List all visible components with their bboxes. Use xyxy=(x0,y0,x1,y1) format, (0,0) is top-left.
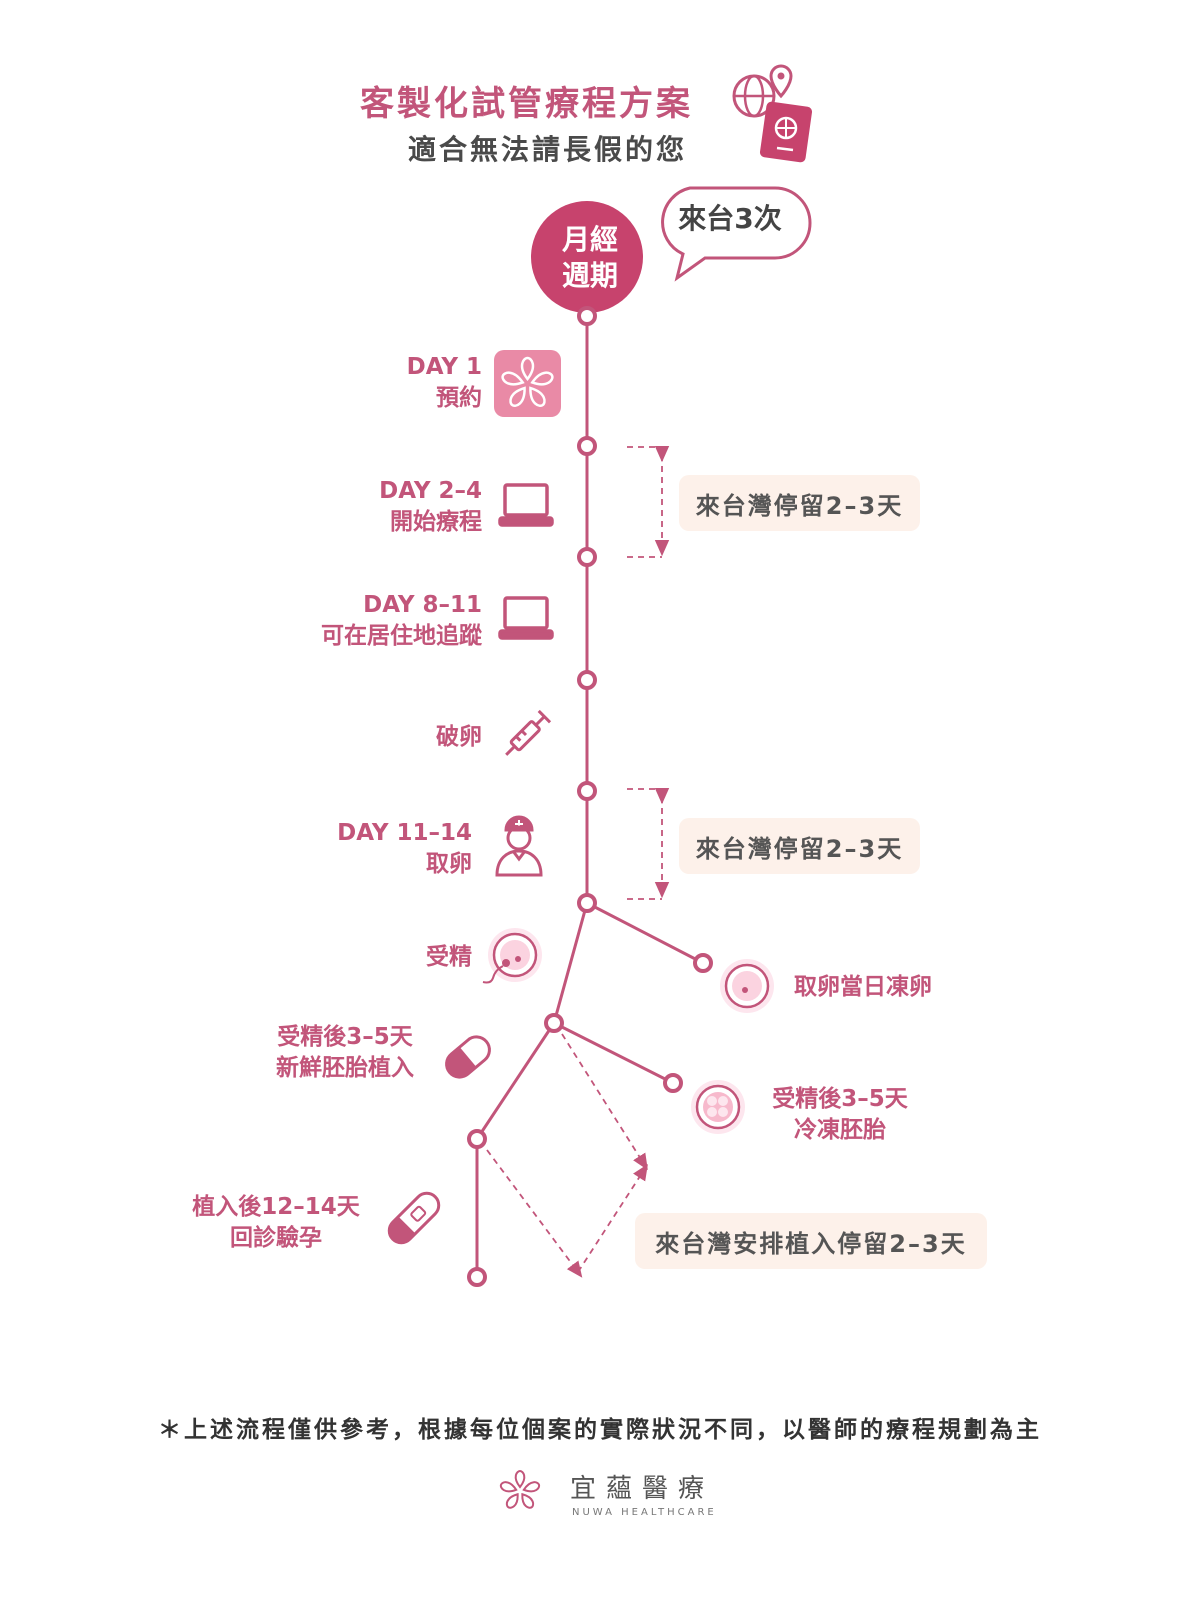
step-pregnancy-test-label: 植入後12–14天回診驗孕 xyxy=(192,1194,360,1251)
stay-bracket-2 xyxy=(627,788,670,900)
step-ovulation-label: 破卵 xyxy=(436,724,482,750)
page-title: 客製化試管療程方案 xyxy=(360,84,693,124)
laptop-icon xyxy=(498,596,554,640)
capsule-icon xyxy=(445,1035,491,1079)
page-subtitle: 適合無法請長假的您 xyxy=(408,133,688,166)
doctor-icon xyxy=(495,815,543,877)
nuwa-logo-icon xyxy=(499,1469,541,1509)
stay-box: 來台灣停留2–3天 xyxy=(679,475,920,531)
step-fresh-transfer-label: 受精後3–5天新鮮胚胎植入 xyxy=(276,1024,414,1081)
menstrual-cycle-circle xyxy=(531,201,643,313)
syringe-icon xyxy=(505,709,552,756)
frozen-embryo-icon xyxy=(691,1080,745,1134)
pregnancy-test-icon xyxy=(387,1191,441,1245)
brand-name-english: NUWA HEALTHCARE xyxy=(572,1507,717,1518)
flower-app-icon xyxy=(494,350,561,417)
menstrual-cycle-label: 月經 週期 xyxy=(561,223,618,292)
transfer-stay-box: 來台灣安排植入停留2–3天 xyxy=(635,1213,987,1269)
visit-count-bubble xyxy=(661,186,812,282)
branch-egg-freezing-label: 取卵當日凍卵 xyxy=(794,974,932,1000)
fertilization-icon xyxy=(482,928,542,984)
travel-icon xyxy=(732,64,813,163)
visit-count-text: 來台3次 xyxy=(678,202,782,235)
transfer-stay-arrows xyxy=(486,1033,648,1278)
laptop-icon xyxy=(498,483,554,527)
brand-name: 宜蘊醫療 xyxy=(570,1474,715,1504)
stay-box: 來台灣停留2–3天 xyxy=(679,818,920,874)
disclaimer-footnote: ＊上述流程僅供參考，根據每位個案的實際狀況不同，以醫師的療程規劃為主 xyxy=(158,1417,1042,1443)
frozen-egg-icon xyxy=(720,959,774,1013)
branch-embryo-freezing-label: 受精後3–5天冷凍胚胎 xyxy=(772,1086,908,1143)
timeline-nodes xyxy=(467,306,713,1287)
stay-bracket-1 xyxy=(627,446,670,558)
step-fertilization-label: 受精 xyxy=(426,944,472,970)
